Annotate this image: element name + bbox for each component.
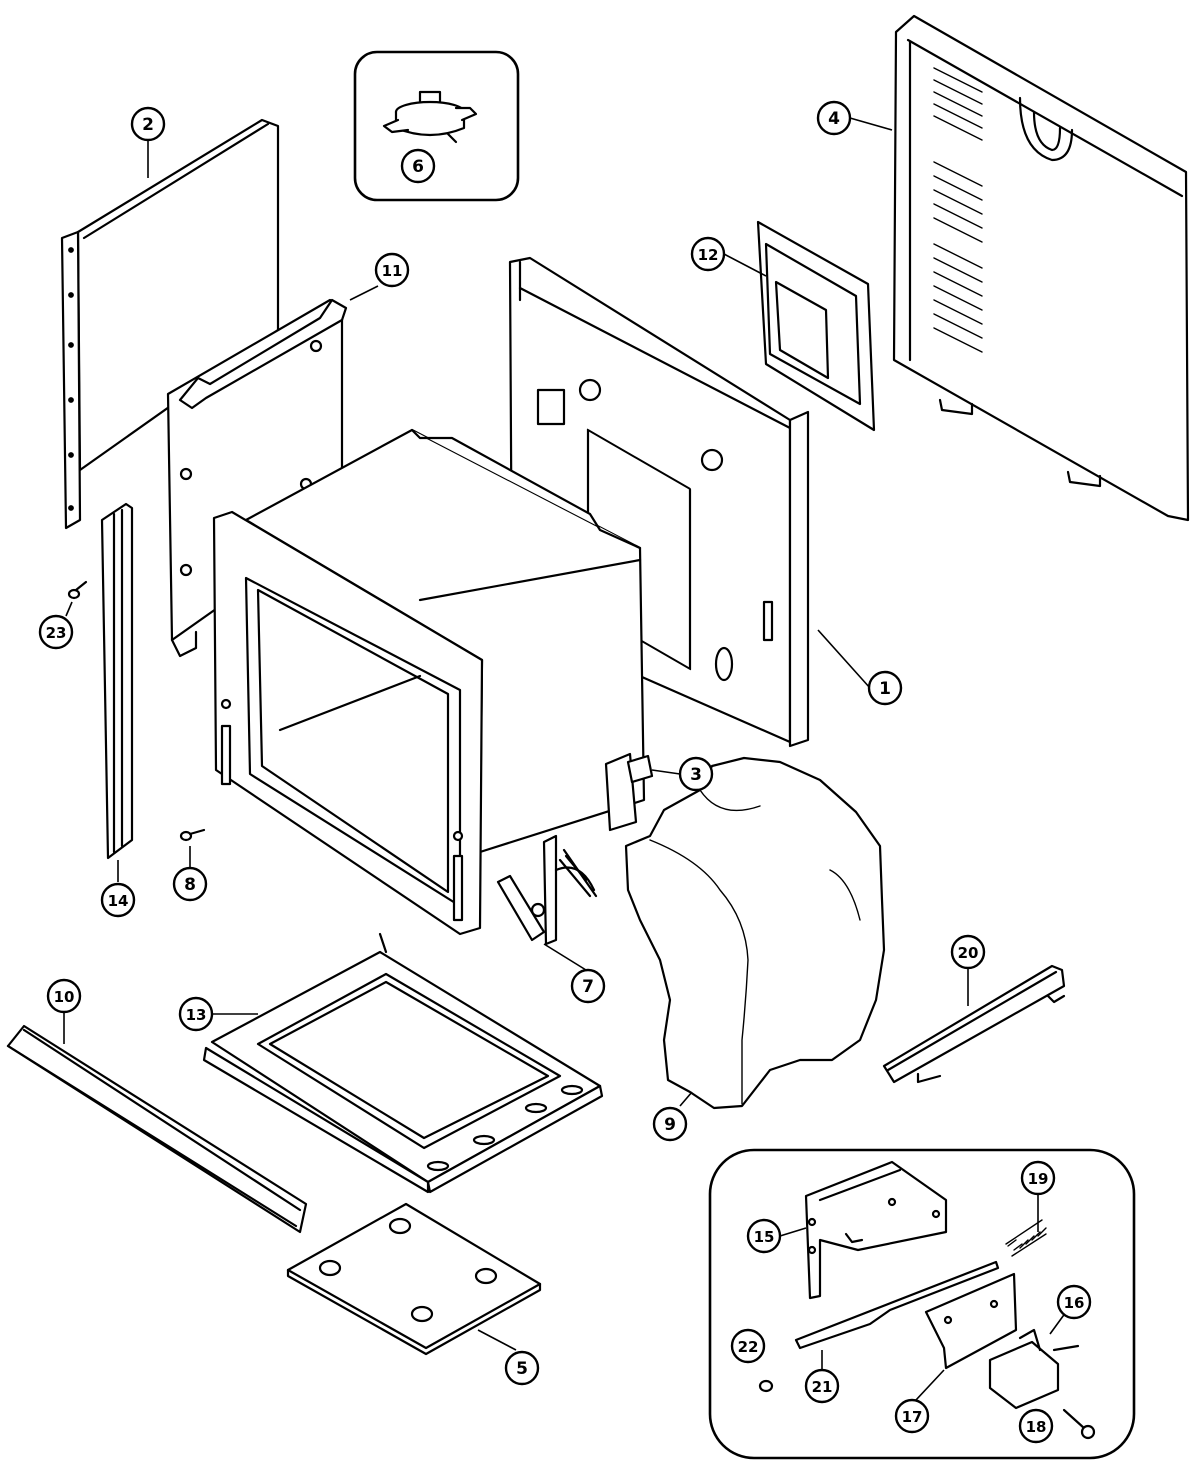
svg-text:12: 12 xyxy=(698,246,719,264)
callout-6: 6 xyxy=(400,148,436,184)
callout-23: 23 xyxy=(38,614,74,650)
svg-text:17: 17 xyxy=(902,1408,923,1426)
svg-text:10: 10 xyxy=(54,988,75,1006)
svg-text:3: 3 xyxy=(690,765,702,785)
part-small-bracket xyxy=(604,752,654,832)
svg-text:4: 4 xyxy=(828,109,840,129)
inset-thermostat xyxy=(353,50,520,202)
part-bottom-plate xyxy=(286,1202,542,1356)
part-inner-side-panel xyxy=(166,298,348,658)
part-screw-8 xyxy=(179,828,206,842)
callout-11: 11 xyxy=(374,252,410,288)
svg-text:23: 23 xyxy=(46,624,67,642)
callout-15: 15 xyxy=(746,1218,782,1254)
svg-text:2: 2 xyxy=(142,115,154,135)
callout-1: 1 xyxy=(867,670,903,706)
svg-text:1: 1 xyxy=(879,679,891,699)
part-oven-bottom xyxy=(202,932,604,1194)
callout-8: 8 xyxy=(172,866,208,902)
svg-text:11: 11 xyxy=(382,262,403,280)
svg-text:8: 8 xyxy=(184,875,196,895)
callout-22: 22 xyxy=(730,1328,766,1364)
part-oven-cavity xyxy=(212,428,646,936)
leader-lines xyxy=(63,117,1067,1401)
part-access-plate xyxy=(756,220,876,432)
svg-text:7: 7 xyxy=(582,977,594,997)
part-side-panel-left xyxy=(60,118,280,530)
part-outer-back-panel xyxy=(892,14,1190,522)
callout-21: 21 xyxy=(804,1368,840,1404)
callout-4: 4 xyxy=(816,100,852,136)
callout-20: 20 xyxy=(950,934,986,970)
svg-text:22: 22 xyxy=(738,1338,759,1356)
part-insulation xyxy=(624,756,886,1110)
callout-7: 7 xyxy=(570,968,606,1004)
part-rail xyxy=(882,964,1066,1084)
svg-text:16: 16 xyxy=(1064,1294,1085,1312)
part-front-trim xyxy=(6,1024,308,1234)
callout-5: 5 xyxy=(504,1350,540,1386)
svg-text:5: 5 xyxy=(516,1359,528,1379)
callout-14: 14 xyxy=(100,882,136,918)
callout-3: 3 xyxy=(678,756,714,792)
svg-text:14: 14 xyxy=(108,892,129,910)
callout-10: 10 xyxy=(46,978,82,1014)
callout-17: 17 xyxy=(894,1398,930,1434)
svg-text:15: 15 xyxy=(754,1228,775,1246)
svg-text:19: 19 xyxy=(1028,1170,1049,1188)
svg-text:20: 20 xyxy=(958,944,979,962)
svg-text:18: 18 xyxy=(1026,1418,1047,1436)
part-vertical-trim xyxy=(100,502,134,860)
callout-19: 19 xyxy=(1020,1160,1056,1196)
callout-12: 12 xyxy=(690,236,726,272)
callout-16: 16 xyxy=(1056,1284,1092,1320)
callout-18: 18 xyxy=(1018,1408,1054,1444)
svg-text:13: 13 xyxy=(186,1006,207,1024)
svg-text:9: 9 xyxy=(664,1115,676,1135)
callout-13: 13 xyxy=(178,996,214,1032)
svg-text:21: 21 xyxy=(812,1378,833,1396)
callout-2: 2 xyxy=(130,106,166,142)
svg-text:6: 6 xyxy=(412,157,424,177)
part-door-hinge xyxy=(496,834,598,946)
inset-door-lock xyxy=(708,1148,1136,1460)
part-screw-23 xyxy=(67,580,88,600)
callout-9: 9 xyxy=(652,1106,688,1142)
